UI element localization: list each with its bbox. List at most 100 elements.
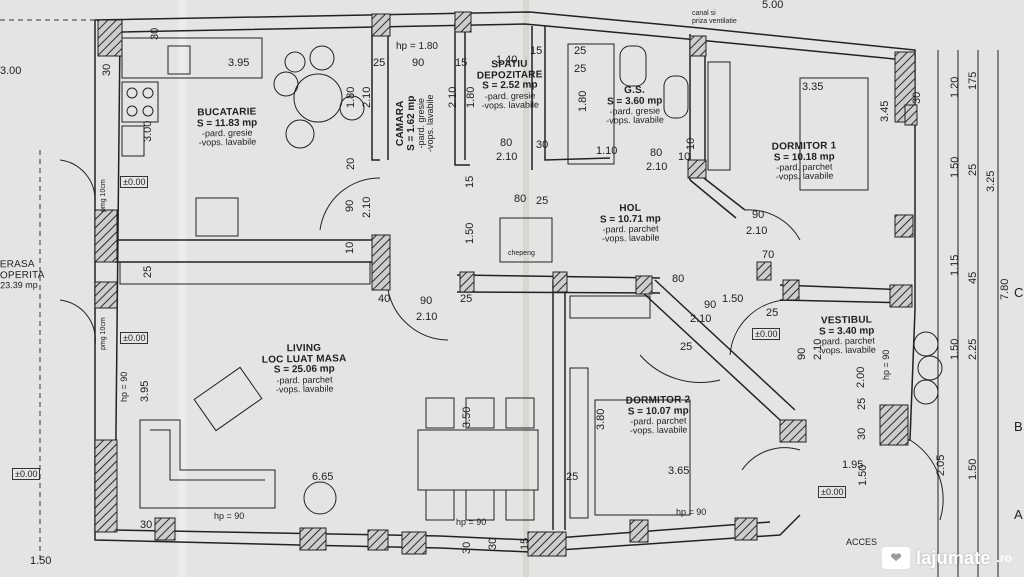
interior-wall [454,22,470,166]
dim: 2.10 [496,151,518,163]
dim: hp = 90 [676,507,707,517]
dim: 10 [685,137,697,150]
dim: 30 [140,519,153,531]
chair [309,45,335,71]
shower [567,43,615,165]
hatch-box [499,217,553,263]
dim: hp = 1.80 [396,41,438,52]
dim: 80 [514,193,527,205]
room-camara: CAMARA S = 1.62 mp -pard. gresie -vops. … [395,94,436,152]
bed [799,77,869,191]
dim: 25 [766,307,779,319]
dim: 2.10 [361,196,373,218]
door-swing [59,299,96,346]
inner-wall-line [114,31,771,541]
interior-wall [689,34,706,180]
shrub [917,355,943,381]
column [894,214,914,238]
column [756,261,772,281]
coffee-table [193,366,263,432]
plant [303,481,337,515]
dim: 3.35 [802,81,824,93]
dim: 90 [420,295,433,307]
dim: hp = 90 [119,371,129,402]
dim: 3.65 [668,465,690,477]
door-swing [59,159,96,201]
chair [505,489,535,521]
dim: 90 [704,299,717,311]
interior-wall [552,280,566,530]
room-name: CAMARA [395,100,406,147]
dim: 3.95 [228,57,250,69]
dim: 1.10 [596,145,618,157]
room-bucatarie: BUCATARIE S = 11.83 mp -pard. gresie -vo… [197,106,258,148]
column [401,531,427,555]
column [629,519,649,543]
column [904,104,918,126]
dim: hp = 90 [456,517,487,527]
dim: 30 [487,537,499,550]
column [454,11,472,33]
dim: 1.80 [577,90,589,112]
column [734,517,758,541]
room-walls: -vops. lavabile [629,424,688,436]
logo-tld: .ro [996,551,1012,565]
room-walls: -vops. lavabile [818,344,876,356]
dim: 6.65 [312,471,334,483]
bed [594,399,691,516]
chair [465,397,495,429]
dim: 1.15 [949,254,961,276]
door-swing [319,177,381,231]
bathtub [663,75,689,119]
dim: 15 [455,57,468,69]
cabinet [119,261,371,285]
level-marker: ±0.00 [818,486,847,498]
axis-label: A [1014,507,1023,522]
column [371,234,391,291]
column [299,527,327,551]
chair [273,71,299,97]
dim: 25 [142,265,154,278]
interior-wall [639,279,796,421]
room-vestibul: VESTIBUL S = 3.40 mp -pard. parchet -vop… [818,315,876,357]
dim: 2.10 [746,225,768,237]
dim: 15 [519,537,531,550]
note: priza ventilatie [692,18,737,25]
sofa [139,419,276,509]
toilet [619,45,647,87]
interior-wall [779,284,911,304]
dim: 30 [101,63,113,76]
column [367,529,389,551]
room-walls: -vops. lavabile [601,232,660,244]
column [782,279,800,301]
level-marker: ±0.00 [12,468,41,480]
note: pmg 10cm [100,317,107,350]
wardrobe [569,295,651,319]
chair [465,489,495,521]
dim: 1.95 [842,459,864,471]
dim: 25 [680,341,693,353]
dim: hp = 90 [881,349,891,380]
dim: 3.00 [142,120,154,142]
dim: 70 [762,249,775,261]
room-area: 23.39 mp [0,279,38,291]
interior-wall [531,26,611,170]
room-terasa: ERASA OPERITA 23.39 mp [0,259,45,291]
room-walls: -vops. lavabile [275,383,334,395]
sink [167,45,191,75]
chair [285,119,315,149]
room-walls: -vops. lavabile [606,114,664,126]
axis-label: B [1014,419,1023,434]
dim: 2.00 [855,366,867,388]
dim: 20 [345,157,357,170]
grid-axis [937,50,999,577]
column [154,517,176,541]
dim: 25 [967,163,979,176]
dim: 2.05 [935,454,947,476]
door-swing [909,439,944,521]
dim: 3.80 [595,408,607,430]
counter-side [121,125,145,157]
dim: 25 [373,57,386,69]
chair [505,397,535,429]
